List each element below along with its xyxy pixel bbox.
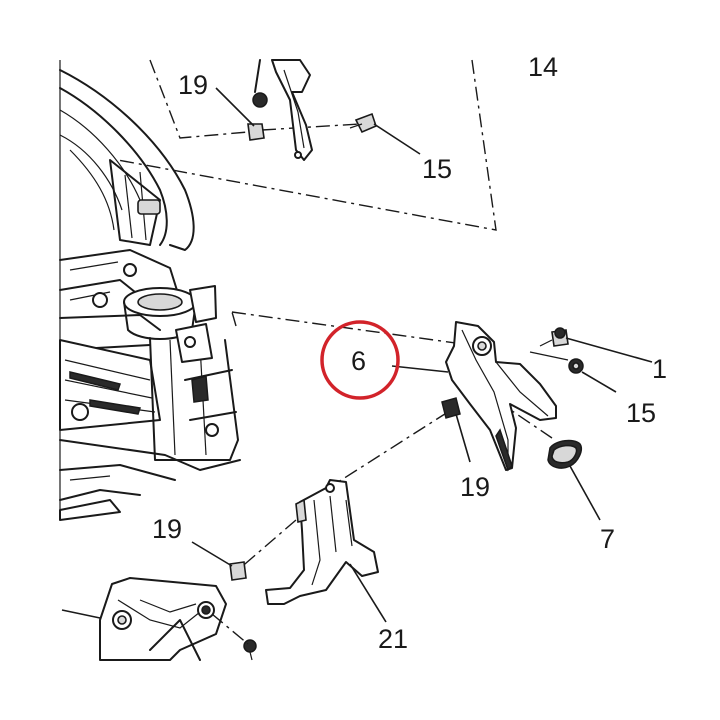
frame-assembly	[59, 60, 241, 521]
callout-14: 14	[528, 52, 558, 82]
part-7-grommet	[547, 439, 601, 521]
fastener-19-mid	[441, 397, 471, 463]
callout-6: 6	[351, 346, 366, 376]
assembly-lines	[117, 59, 553, 571]
callout-19-mid: 19	[460, 472, 490, 502]
part-14-bracket	[271, 59, 313, 161]
highlight-ring	[320, 320, 400, 400]
callout-19-left: 19	[152, 514, 182, 544]
fastener-19-top	[215, 59, 268, 141]
callout-7: 7	[600, 524, 615, 554]
callout-1: 1	[652, 354, 667, 384]
callout-15-top: 15	[422, 154, 452, 184]
lower-left-plate	[61, 577, 257, 661]
callout-21: 21	[378, 624, 408, 654]
callout-19-top: 19	[178, 70, 208, 100]
fastener-19-left	[191, 541, 247, 581]
fastener-15-right	[529, 351, 617, 393]
part-6-cover-panel	[445, 321, 557, 472]
fastener-15-top	[349, 112, 421, 155]
fastener-1-right	[539, 327, 653, 363]
callout-15-right: 15	[626, 398, 656, 428]
part-21-bracket	[265, 479, 387, 623]
leader-6	[391, 365, 449, 373]
